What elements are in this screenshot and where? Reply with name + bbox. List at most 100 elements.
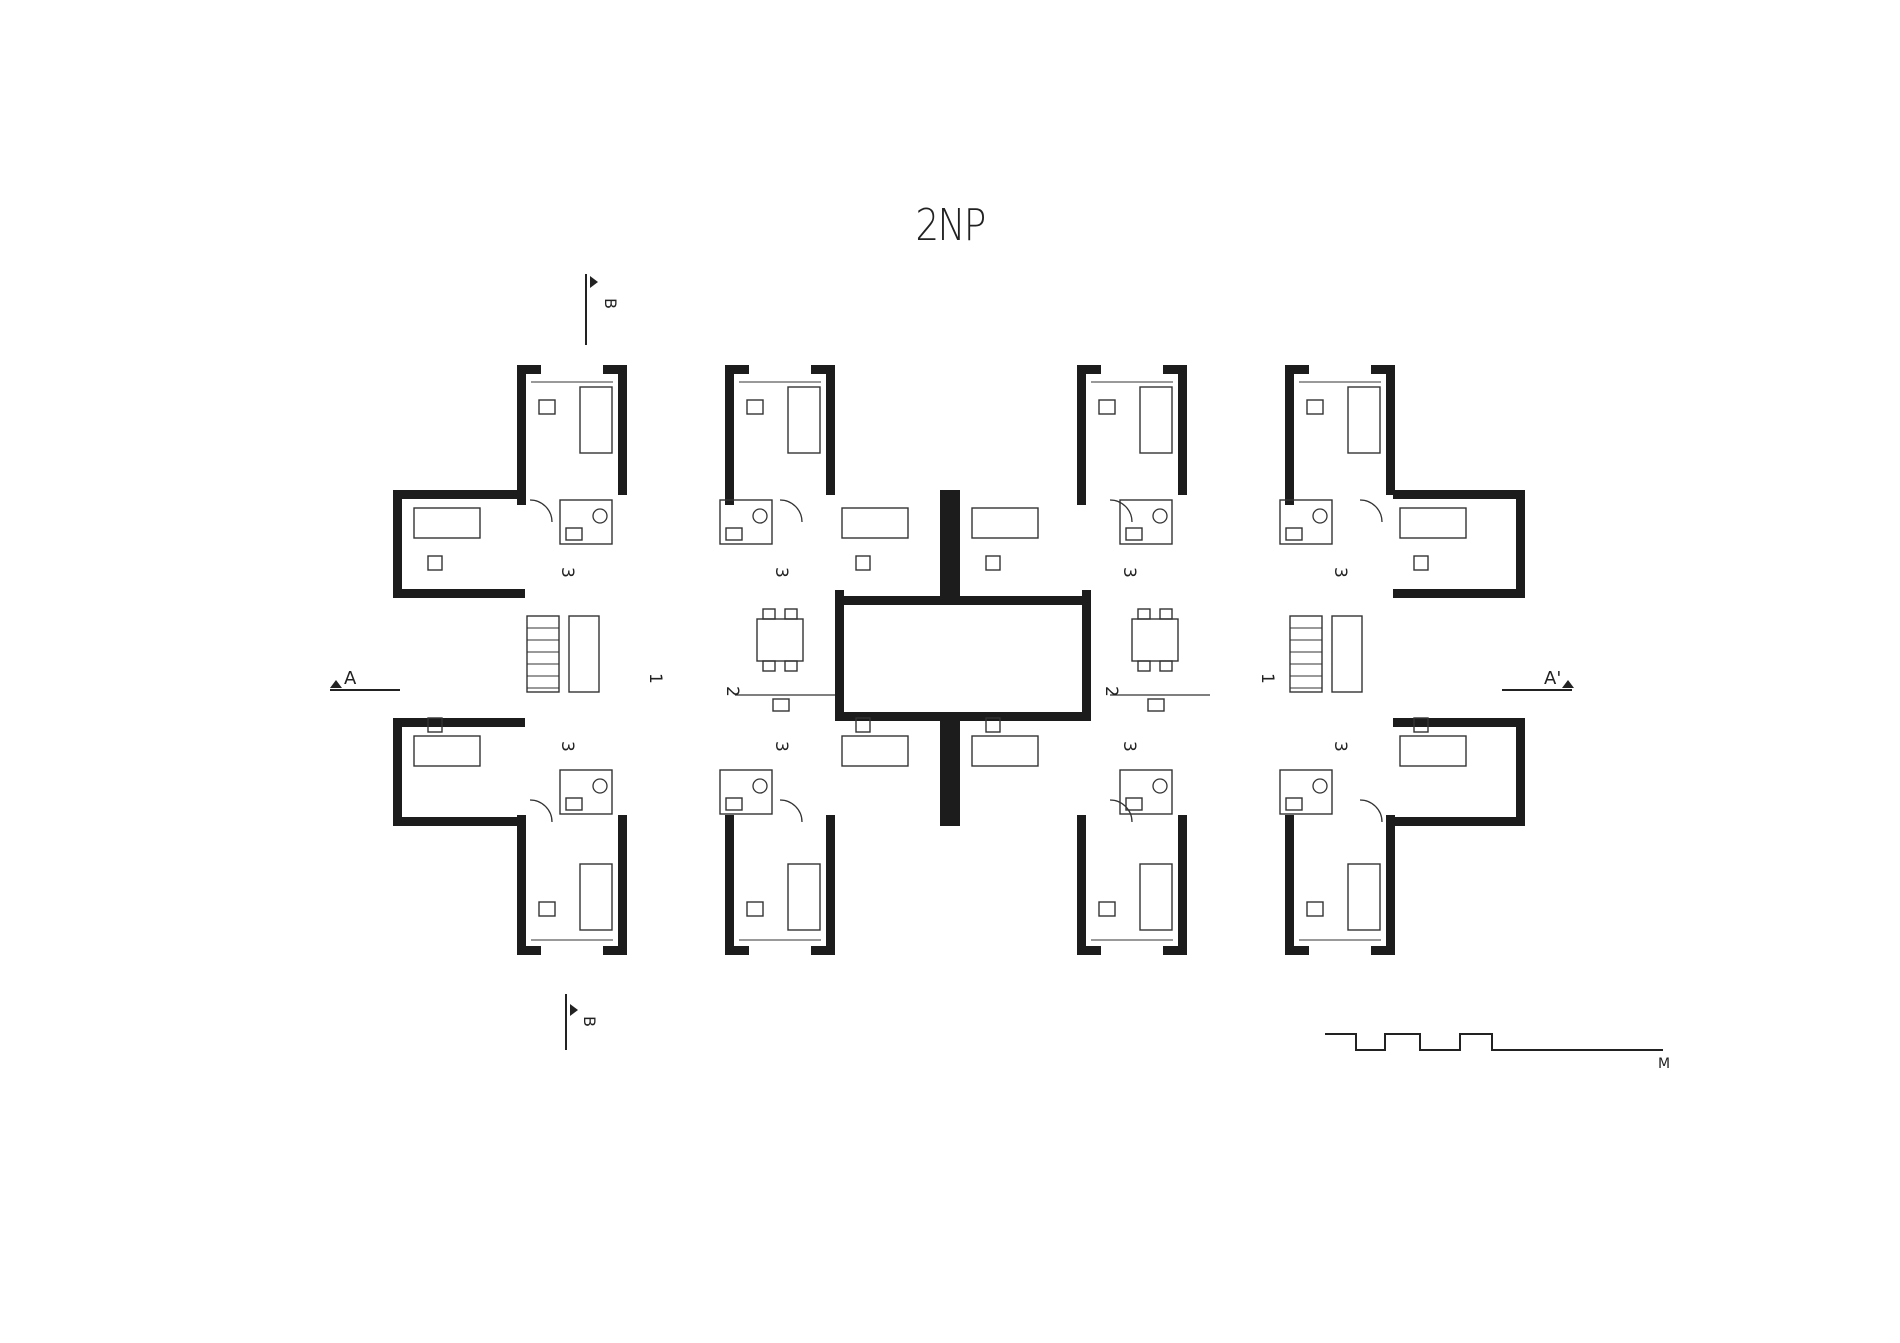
- wall-segment: [393, 718, 525, 727]
- toilet: [592, 778, 608, 794]
- washbasin: [565, 797, 583, 811]
- washbasin: [1125, 797, 1143, 811]
- wall-segment: [940, 490, 960, 598]
- washbasin: [565, 527, 583, 541]
- wall-segment: [393, 817, 525, 826]
- nightstand: [1306, 399, 1324, 415]
- wall-segment: [1285, 365, 1294, 505]
- wall-segment: [393, 490, 525, 499]
- door-swing: [1359, 499, 1383, 523]
- bed: [841, 507, 909, 539]
- section-marker-b-top: B: [585, 274, 620, 345]
- washbasin: [1125, 527, 1143, 541]
- chair: [762, 608, 776, 620]
- wall-segment: [603, 365, 627, 374]
- wall-segment: [835, 596, 1091, 605]
- wall-segment: [1077, 365, 1086, 505]
- room-number: 3: [771, 741, 791, 752]
- washbasin: [725, 797, 743, 811]
- wall-segment: [1371, 365, 1395, 374]
- toilet: [1152, 508, 1168, 524]
- toilet: [752, 778, 768, 794]
- toilet: [1152, 778, 1168, 794]
- door-swing: [1109, 499, 1133, 523]
- chair: [784, 608, 798, 620]
- wall-segment: [826, 365, 835, 495]
- wall-segment: [393, 718, 402, 826]
- bed: [971, 507, 1039, 539]
- door-swing: [1109, 799, 1133, 823]
- bed: [579, 386, 613, 454]
- wall-segment: [940, 718, 960, 826]
- bed: [841, 735, 909, 767]
- room-number: 1: [1257, 673, 1277, 684]
- section-marker-a-left: A: [330, 668, 400, 691]
- stair-landing: [568, 615, 600, 693]
- wall-segment: [725, 365, 734, 505]
- wall-segment: [618, 365, 627, 495]
- bathroom-wall: [1119, 769, 1173, 815]
- room-number: 3: [557, 567, 577, 578]
- door-swing: [779, 499, 803, 523]
- nightstand: [538, 399, 556, 415]
- room-number: 2: [1101, 686, 1121, 697]
- room-number: 2: [722, 686, 742, 697]
- toilet: [1312, 508, 1328, 524]
- chair: [762, 660, 776, 672]
- toilet: [592, 508, 608, 524]
- nightstand: [427, 555, 443, 571]
- wall-segment: [1077, 365, 1101, 374]
- wall-segment: [811, 946, 835, 955]
- bathroom-wall: [1279, 769, 1333, 815]
- room-number: 3: [1119, 741, 1139, 752]
- bed: [1139, 386, 1173, 454]
- scale-bar: M: [1325, 1033, 1670, 1072]
- room-number: 3: [1119, 567, 1139, 578]
- wall-segment: [517, 365, 541, 374]
- nightstand: [855, 555, 871, 571]
- bed: [579, 863, 613, 931]
- nightstand: [746, 901, 764, 917]
- section-label-a-left: A: [344, 668, 357, 689]
- wall-segment: [1077, 946, 1101, 955]
- section-label-b-top: B: [601, 298, 620, 309]
- wall-segment: [811, 365, 835, 374]
- bathroom-wall: [1119, 499, 1173, 545]
- wall-segment: [1285, 946, 1309, 955]
- door-swing: [779, 799, 803, 823]
- section-marker-b-bottom: B: [565, 994, 599, 1050]
- wall-segment: [1082, 590, 1091, 718]
- room-number: 3: [1330, 567, 1350, 578]
- nightstand: [1306, 901, 1324, 917]
- wall-segment: [1393, 589, 1525, 598]
- bed: [1399, 507, 1467, 539]
- nightstand: [538, 901, 556, 917]
- dining-table: [756, 618, 804, 662]
- wall-segment: [1285, 815, 1294, 955]
- chair: [1137, 608, 1151, 620]
- stair-flight: [1289, 615, 1323, 693]
- section-label-a-right: A': [1544, 668, 1561, 689]
- wall-segment: [517, 815, 526, 955]
- room-number: 3: [1330, 741, 1350, 752]
- bed: [787, 386, 821, 454]
- bathroom-wall: [719, 769, 773, 815]
- wall-segment: [1163, 946, 1187, 955]
- wall-segment: [1163, 365, 1187, 374]
- wall-segment: [603, 946, 627, 955]
- chair: [1159, 660, 1173, 672]
- nightstand: [1098, 399, 1116, 415]
- wall-segment: [725, 365, 749, 374]
- wall-segment: [1386, 365, 1395, 495]
- stair-flight: [526, 615, 560, 693]
- section-label-b-bottom: B: [580, 1016, 599, 1027]
- furniture-layer: [413, 386, 1467, 931]
- bed: [1139, 863, 1173, 931]
- wall-segment: [393, 490, 402, 598]
- dining-table: [1131, 618, 1179, 662]
- wall-segment: [1516, 490, 1525, 598]
- wall-segment: [725, 946, 749, 955]
- scale-unit-label: M: [1658, 1056, 1670, 1072]
